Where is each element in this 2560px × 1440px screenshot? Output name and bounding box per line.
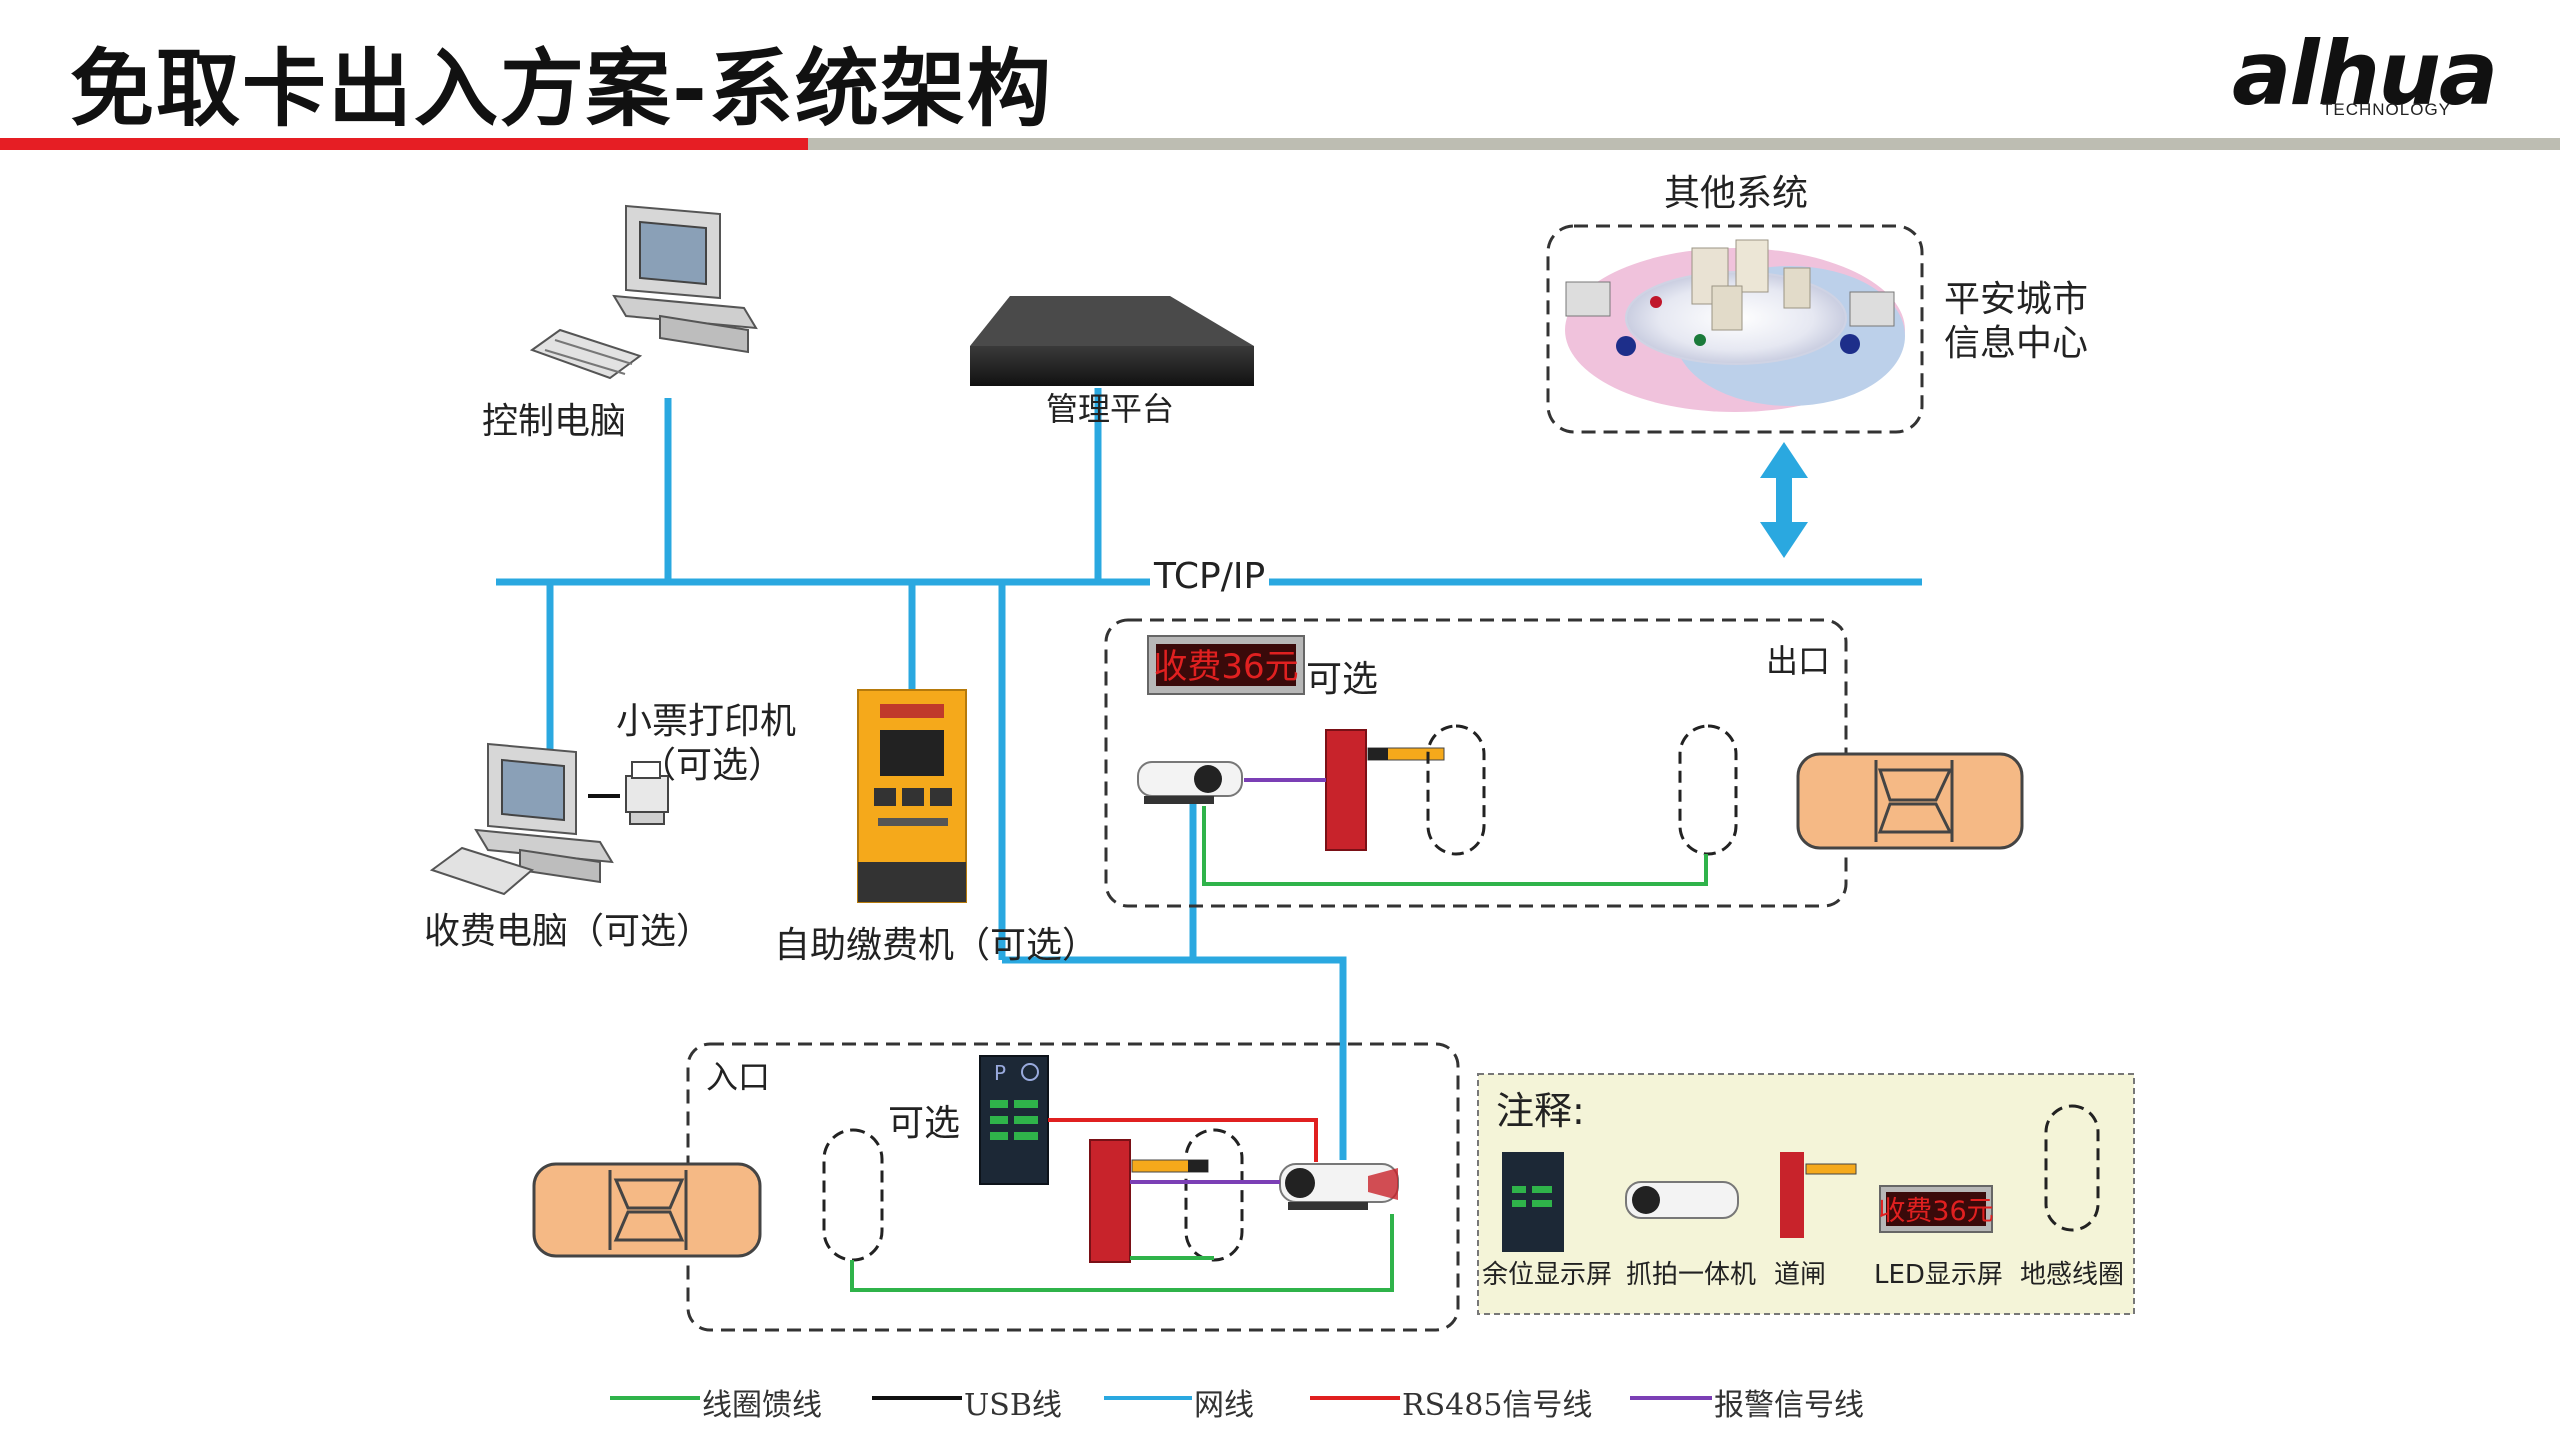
header-rule-red <box>0 138 808 150</box>
notes-label-barrier: 道闸 <box>1774 1260 1827 1290</box>
safe-city-label-line2: 信息中心 <box>1944 323 2089 364</box>
other-systems-icon <box>1565 239 1905 412</box>
fee-pc-label: 收费电脑（可选） <box>424 911 713 952</box>
notes-label-spaces-display: 余位显示屏 <box>1482 1260 1613 1290</box>
entry-camera-icon <box>1279 1163 1399 1210</box>
notes-loop-icon <box>2044 1104 2100 1232</box>
management-platform-label: 管理平台 <box>1046 390 1175 428</box>
notes-title: 注释: <box>1496 1089 1585 1133</box>
legend-label-rs485: RS485信号线 <box>1402 1388 1593 1423</box>
notes-label-camera: 抓拍一体机 <box>1626 1260 1757 1290</box>
exit-loop-1 <box>1426 724 1486 856</box>
fee-pc-icon <box>429 742 614 896</box>
bidirectional-arrow <box>1760 442 1808 558</box>
printer-label-line2: （可选） <box>640 745 785 786</box>
legend-label-network: 网线 <box>1194 1388 1254 1423</box>
logo-text: alhua <box>2232 22 2498 125</box>
legend-label-usb: USB线 <box>964 1388 1062 1423</box>
self-pay-kiosk-icon <box>857 689 967 903</box>
exit-camera-icon <box>1137 761 1243 804</box>
page-title: 免取卡出入方案-系统架构 <box>70 40 1053 138</box>
entry-loop-1 <box>822 1128 884 1262</box>
entry-zone-label: 入口 <box>706 1058 771 1096</box>
control-pc-icon <box>529 204 758 380</box>
entry-barrier-icon <box>1089 1139 1209 1263</box>
legend-label-coil: 线圈馈线 <box>702 1388 822 1423</box>
self-pay-label: 自助缴费机（可选） <box>774 925 1099 966</box>
entry-optional-label: 可选 <box>888 1103 961 1144</box>
notes-led-text: 收费36元 <box>1878 1196 1993 1227</box>
led-text-exit: 收费36元 <box>1153 647 1298 687</box>
entry-loop-2 <box>1184 1128 1244 1262</box>
exit-barrier-icon <box>1325 729 1445 851</box>
notes-panel <box>1477 1073 2135 1315</box>
entry-car-icon <box>532 1162 762 1258</box>
other-systems-label: 其他系统 <box>1664 173 1809 214</box>
dahua-logo: alhua TECHNOLOGY <box>2232 22 2532 130</box>
other-systems-box <box>1546 224 1924 434</box>
control-pc-label: 控制电脑 <box>482 401 627 442</box>
notes-spaces-display-icon <box>1502 1152 1564 1252</box>
spaces-p-glyph: P <box>994 1061 1006 1085</box>
spaces-display-entry: P <box>979 1055 1049 1185</box>
network-lines <box>496 388 1922 1160</box>
notes-led-display-icon: 收费36元 <box>1878 1185 1994 1233</box>
notes-camera-icon <box>1625 1181 1739 1219</box>
exit-car-icon <box>1796 752 2024 850</box>
printer-label-line1: 小票打印机 <box>616 701 797 742</box>
exit-optional-label: 可选 <box>1306 659 1379 700</box>
safe-city-label-line1: 平安城市 <box>1944 279 2089 320</box>
exit-zone-box <box>1104 618 1848 908</box>
exit-zone-label: 出口 <box>1766 642 1831 680</box>
logo-subtext: TECHNOLOGY <box>2322 100 2452 119</box>
printer-icon <box>588 761 669 825</box>
header-rule-gray <box>808 138 2560 150</box>
management-platform-icon <box>970 296 1254 386</box>
tcpip-label: TCP/IP <box>1150 556 1270 597</box>
legend-label-alarm: 报警信号线 <box>1714 1388 1864 1423</box>
notes-label-led-display: LED显示屏 <box>1874 1260 2003 1290</box>
notes-barrier-icon <box>1780 1152 1857 1238</box>
led-display-exit: 收费36元 <box>1147 635 1305 695</box>
notes-label-loop: 地感线圈 <box>2020 1260 2125 1290</box>
exit-loop-2 <box>1678 724 1738 856</box>
